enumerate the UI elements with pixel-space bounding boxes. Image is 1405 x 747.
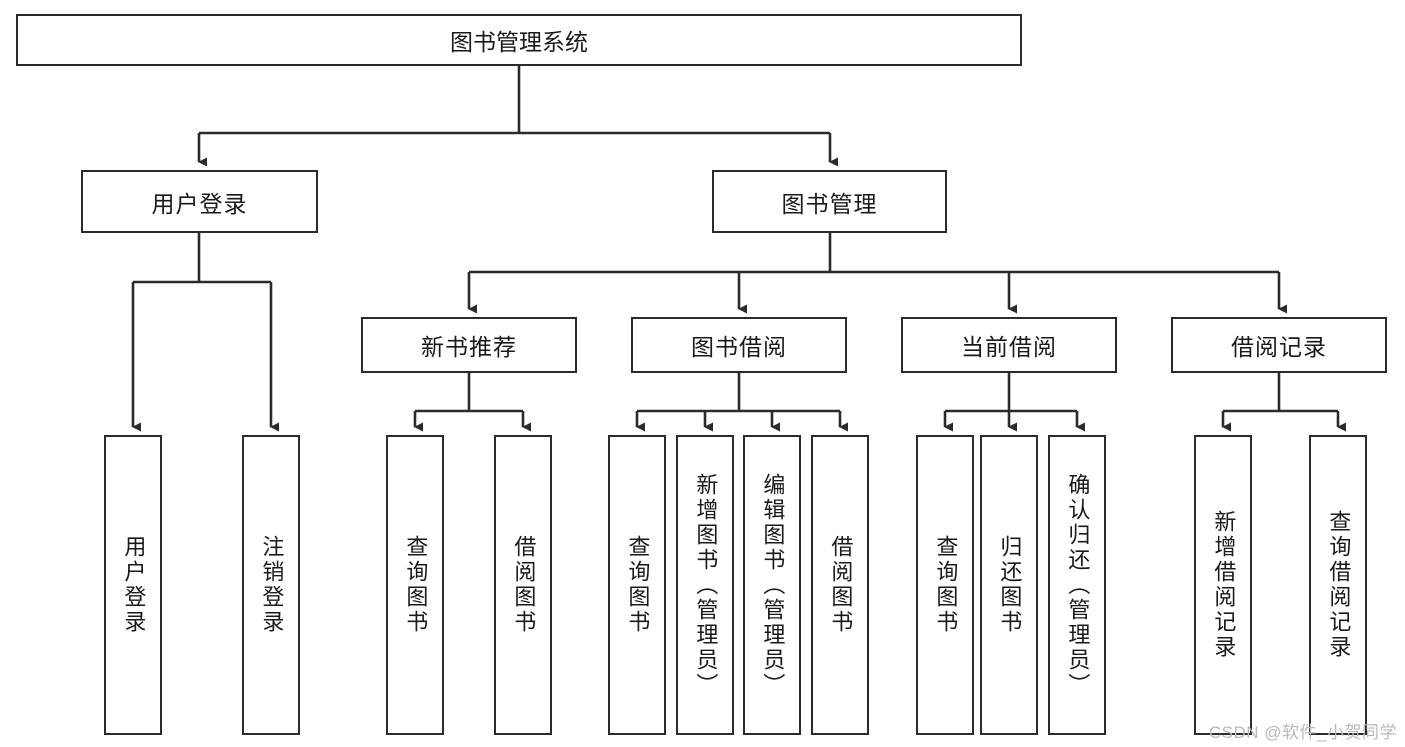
node-label: 编辑图书（管理员）: [760, 472, 786, 698]
node-book-management[interactable]: 图书管理: [712, 170, 947, 233]
leaf-new-book-borrow[interactable]: 借阅图书: [494, 435, 552, 735]
leaf-book-borrow-query[interactable]: 查询图书: [608, 435, 666, 735]
node-label: 当前借阅: [961, 334, 1057, 360]
node-label: 图书借阅: [691, 334, 787, 360]
leaf-borrow-record-query[interactable]: 查询借阅记录: [1309, 435, 1367, 735]
leaf-new-book-query[interactable]: 查询图书: [386, 435, 444, 735]
node-label: 图书管理: [781, 190, 878, 217]
leaf-user-login-signout[interactable]: 注销登录: [242, 435, 300, 735]
node-label: 查询图书: [933, 535, 959, 635]
leaf-user-login-signin[interactable]: 用户登录: [104, 435, 162, 735]
node-label: 借阅图书: [511, 535, 537, 635]
node-label: 新增图书（管理员）: [693, 472, 719, 698]
node-label: 借阅记录: [1231, 334, 1327, 360]
node-label: 借阅图书: [828, 535, 854, 635]
node-label: 新增借阅记录: [1211, 510, 1237, 660]
node-label: 用户登录: [151, 190, 248, 217]
node-current-borrow[interactable]: 当前借阅: [901, 317, 1117, 373]
leaf-book-borrow-add[interactable]: 新增图书（管理员）: [676, 435, 734, 735]
leaf-borrow-record-add[interactable]: 新增借阅记录: [1194, 435, 1252, 735]
leaf-current-borrow-return[interactable]: 归还图书: [980, 435, 1038, 735]
node-borrow-record[interactable]: 借阅记录: [1171, 317, 1387, 373]
node-label: 查询图书: [625, 535, 651, 635]
node-user-login[interactable]: 用户登录: [81, 170, 318, 233]
node-label: 用户登录: [121, 535, 147, 635]
node-new-book-recommend[interactable]: 新书推荐: [361, 317, 577, 373]
leaf-current-borrow-confirm-return[interactable]: 确认归还（管理员）: [1048, 435, 1106, 735]
node-label: 新书推荐: [421, 334, 517, 360]
leaf-current-borrow-query[interactable]: 查询图书: [916, 435, 974, 735]
node-label: 图书管理系统: [450, 29, 588, 55]
node-label: 查询图书: [403, 535, 429, 635]
node-label: 归还图书: [997, 535, 1023, 635]
node-book-borrow[interactable]: 图书借阅: [631, 317, 847, 373]
csdn-watermark: CSDN @软件_小贺同学: [1208, 723, 1397, 742]
node-label: 查询借阅记录: [1326, 510, 1352, 660]
node-label: 确认归还（管理员）: [1065, 472, 1091, 698]
node-root-book-management-system[interactable]: 图书管理系统: [16, 14, 1022, 66]
leaf-book-borrow-borrow[interactable]: 借阅图书: [811, 435, 869, 735]
node-label: 注销登录: [259, 535, 285, 635]
leaf-book-borrow-edit[interactable]: 编辑图书（管理员）: [743, 435, 801, 735]
